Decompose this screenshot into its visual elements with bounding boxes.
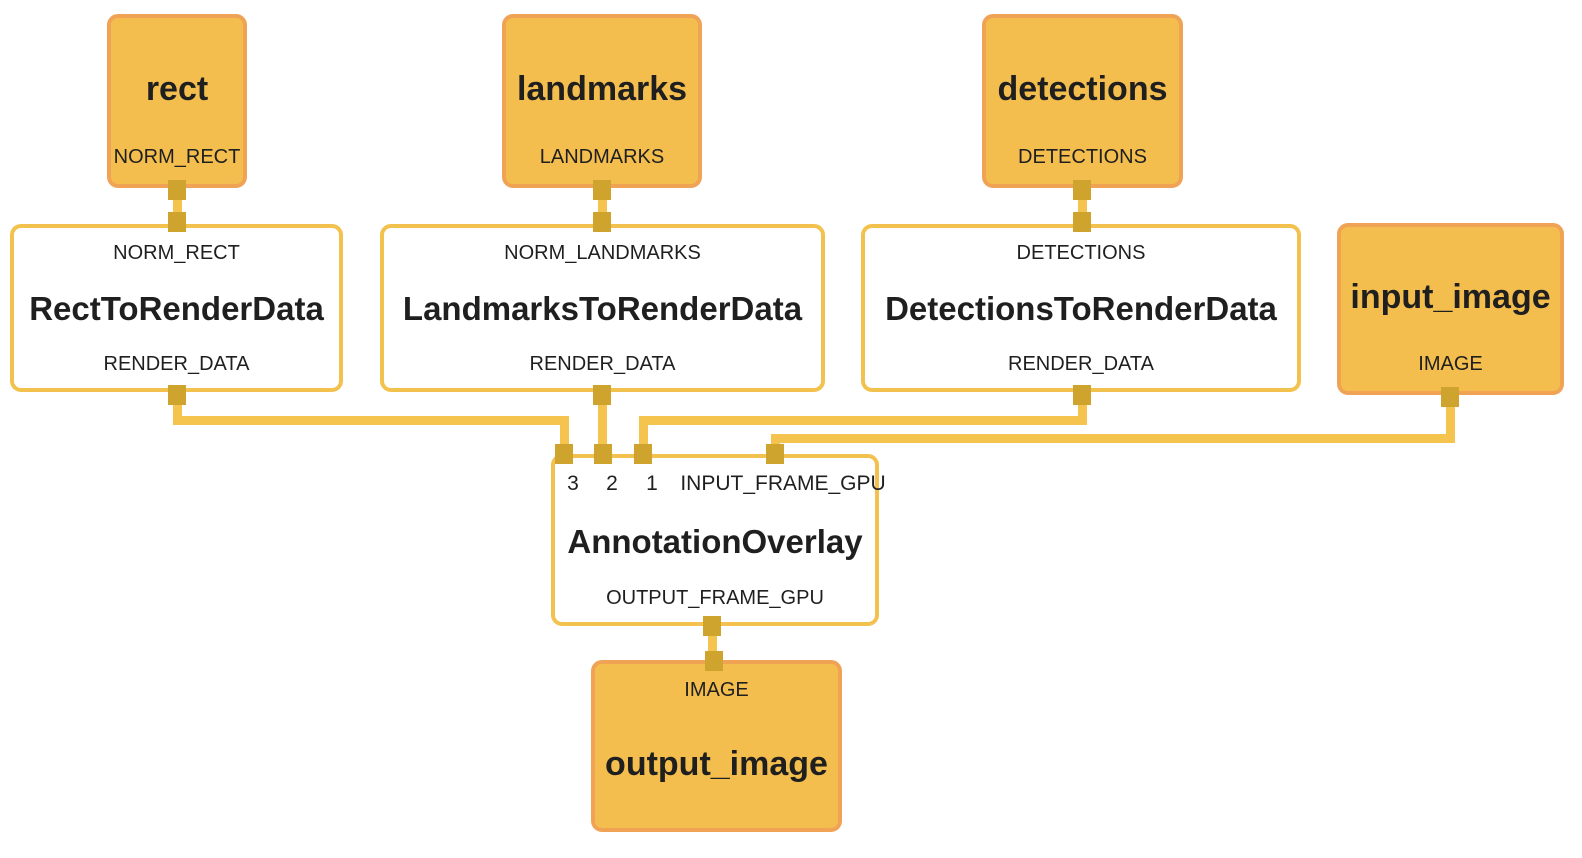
input-port-label: DETECTIONS bbox=[1016, 242, 1146, 264]
output-port-label: OUTPUT_FRAME_GPU bbox=[606, 587, 824, 609]
port-inputimage-output bbox=[1441, 387, 1459, 407]
port-annotationoverlay-input-3 bbox=[555, 444, 573, 464]
port-landmarkstorenderdata-input bbox=[593, 212, 611, 232]
node-title: rect bbox=[145, 69, 209, 108]
wire-detectionstorenderdata-to-annotationoverlay bbox=[639, 416, 1087, 425]
wire-inputimage-to-annotationoverlay bbox=[771, 434, 1455, 443]
node-title: RectToRenderData bbox=[29, 290, 324, 327]
node-landmarks-to-render-data[interactable]: NORM_LANDMARKS LandmarksToRenderData REN… bbox=[380, 224, 825, 392]
node-title: output_image bbox=[605, 745, 828, 783]
output-port-label: RENDER_DATA bbox=[103, 353, 250, 375]
wire-recttorenderdata-to-annotationoverlay bbox=[560, 416, 569, 452]
port-detections-output bbox=[1073, 180, 1091, 200]
port-detectionstorenderdata-output bbox=[1073, 385, 1091, 405]
node-detections[interactable]: detections DETECTIONS bbox=[982, 14, 1183, 188]
wire-landmarkstorenderdata-to-annotationoverlay bbox=[598, 398, 607, 452]
node-annotation-overlay[interactable]: 3 2 1 INPUT_FRAME_GPU AnnotationOverlay … bbox=[551, 454, 886, 626]
wire-rect-to-recttorenderdata bbox=[173, 192, 182, 220]
port-landmarkstorenderdata-output bbox=[593, 385, 611, 405]
node-title: LandmarksToRenderData bbox=[402, 290, 803, 327]
output-stream-label: NORM_RECT bbox=[113, 146, 241, 168]
node-input-image[interactable]: input_image IMAGE bbox=[1337, 223, 1564, 395]
input-stream-label: IMAGE bbox=[684, 679, 749, 701]
output-stream-label: LANDMARKS bbox=[539, 146, 665, 168]
input-port-label-2: 2 bbox=[606, 472, 618, 495]
port-recttorenderdata-input bbox=[168, 212, 186, 232]
port-rect-output bbox=[168, 180, 186, 200]
input-port-labels-row: 3 2 1 INPUT_FRAME_GPU bbox=[559, 472, 886, 495]
node-title: AnnotationOverlay bbox=[567, 523, 863, 560]
input-port-label: NORM_LANDMARKS bbox=[504, 242, 701, 264]
wire-detections-to-detectionstorenderdata bbox=[1078, 192, 1087, 220]
port-annotationoverlay-output bbox=[703, 616, 721, 636]
port-annotationoverlay-input-frame-gpu bbox=[766, 444, 784, 464]
node-landmarks[interactable]: landmarks LANDMARKS bbox=[502, 14, 702, 188]
port-outputimage-input bbox=[705, 651, 723, 671]
wire-inputimage-to-annotationoverlay bbox=[771, 434, 780, 452]
node-title: input_image bbox=[1350, 277, 1551, 316]
output-stream-label: IMAGE bbox=[1418, 353, 1483, 375]
wire-detectionstorenderdata-to-annotationoverlay bbox=[1078, 398, 1087, 425]
output-stream-label: DETECTIONS bbox=[1018, 146, 1147, 168]
port-detectionstorenderdata-input bbox=[1073, 212, 1091, 232]
node-title: DetectionsToRenderData bbox=[885, 290, 1277, 327]
node-output-image[interactable]: IMAGE output_image bbox=[591, 660, 842, 832]
port-landmarks-output bbox=[593, 180, 611, 200]
input-port-label-input-frame-gpu: INPUT_FRAME_GPU bbox=[680, 472, 886, 495]
node-rect[interactable]: rect NORM_RECT bbox=[107, 14, 247, 188]
output-port-label: RENDER_DATA bbox=[1008, 353, 1154, 375]
port-annotationoverlay-input-1 bbox=[634, 444, 652, 464]
wire-detectionstorenderdata-to-annotationoverlay bbox=[639, 416, 648, 452]
node-detections-to-render-data[interactable]: DETECTIONS DetectionsToRenderData RENDER… bbox=[861, 224, 1301, 392]
wire-annotationoverlay-to-outputimage bbox=[708, 628, 717, 658]
output-port-label: RENDER_DATA bbox=[529, 353, 676, 375]
input-port-label-3: 3 bbox=[567, 472, 579, 495]
wire-landmarks-to-landmarkstorenderdata bbox=[598, 192, 607, 220]
input-port-label: NORM_RECT bbox=[113, 242, 240, 264]
wire-inputimage-to-annotationoverlay bbox=[1446, 400, 1455, 443]
port-recttorenderdata-output bbox=[168, 385, 186, 405]
node-title: landmarks bbox=[516, 69, 688, 108]
node-title: detections bbox=[997, 69, 1168, 108]
wire-recttorenderdata-to-annotationoverlay bbox=[173, 398, 182, 425]
port-annotationoverlay-input-2 bbox=[594, 444, 612, 464]
node-rect-to-render-data[interactable]: NORM_RECT RectToRenderData RENDER_DATA bbox=[10, 224, 343, 392]
wire-recttorenderdata-to-annotationoverlay bbox=[173, 416, 569, 425]
input-port-label-1: 1 bbox=[646, 472, 658, 495]
